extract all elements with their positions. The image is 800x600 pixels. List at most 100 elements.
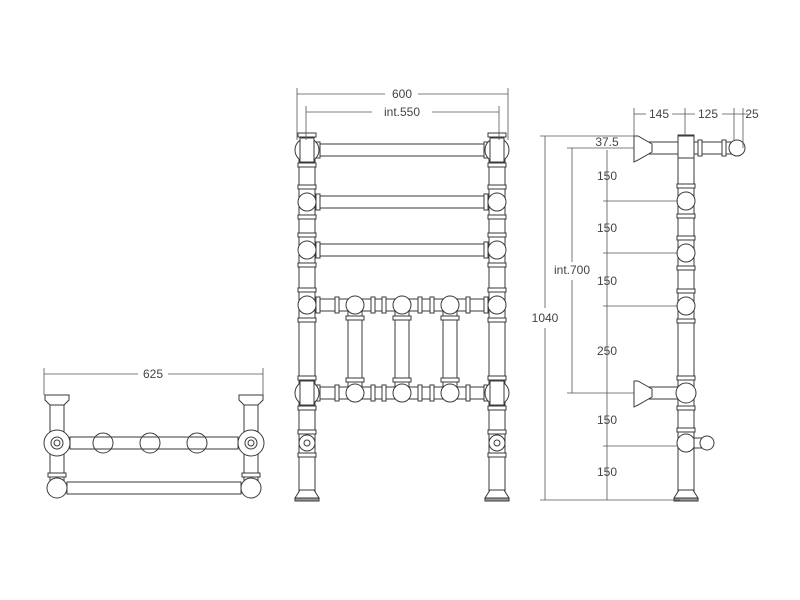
post-collar: [676, 288, 696, 294]
side-ball-joint: [676, 296, 696, 316]
post-collar: [297, 375, 317, 381]
valve-collar: [676, 427, 696, 433]
top-hub: [677, 135, 695, 159]
front-view-width-label: 600: [392, 87, 412, 101]
wall-bracket-top: [633, 135, 653, 163]
top-view-end-ball: [240, 477, 262, 499]
bar-top-joint: [440, 295, 460, 315]
rail-collar: [429, 384, 435, 402]
ball-joint: [487, 240, 507, 260]
rail-collar: [483, 193, 489, 211]
valve-center: [493, 439, 501, 447]
rail-collar: [334, 296, 340, 314]
post-collar: [297, 162, 317, 168]
rail-collar: [417, 384, 423, 402]
spacing-label-0: 37.5: [595, 135, 619, 149]
bar-collar: [345, 377, 365, 383]
post-collar: [297, 405, 317, 411]
valve-collar: [487, 429, 507, 435]
post-collar: [487, 405, 507, 411]
joint-hub: [299, 137, 315, 163]
spacing-label-4: 250: [597, 344, 617, 358]
ball-joint: [297, 295, 317, 315]
bar-collar: [392, 315, 412, 321]
ball-joint: [297, 192, 317, 212]
top-view-bracket: [238, 394, 264, 406]
horizontal-rail: [314, 143, 490, 157]
post-collar: [676, 375, 696, 381]
bar-collar: [392, 377, 412, 383]
valve-wheel-side: [699, 435, 715, 451]
post-collar: [487, 162, 507, 168]
top-view-bracket: [44, 394, 70, 406]
post-collar: [487, 214, 507, 220]
bar-top-joint: [392, 295, 412, 315]
bar-bottom-joint: [440, 383, 460, 403]
valve-center: [303, 439, 311, 447]
post-collar: [297, 184, 317, 190]
arm-collar: [721, 139, 727, 157]
spacing-label-2: 150: [597, 221, 617, 235]
depth-label-145: 145: [649, 107, 669, 121]
ball-joint: [487, 295, 507, 315]
post-collar: [487, 317, 507, 323]
post-collar: [297, 132, 317, 138]
valve-collar: [297, 429, 317, 435]
bar-collar: [440, 377, 460, 383]
side-ball-joint: [676, 191, 696, 211]
depth-label-125: 125: [698, 107, 718, 121]
rail-collar: [429, 296, 435, 314]
bar-collar: [345, 315, 365, 321]
horizontal-rail: [314, 195, 490, 209]
dimension-lines: [43, 88, 748, 501]
top-view-rail: [69, 436, 239, 450]
arm-collar: [697, 139, 703, 157]
rail-collar: [334, 384, 340, 402]
top-view-joint-center: [53, 439, 61, 447]
post-collar: [297, 214, 317, 220]
top-view-joint-center: [247, 439, 255, 447]
side-view: [633, 134, 746, 502]
rail-collar: [465, 296, 471, 314]
post-collar: [487, 132, 507, 138]
post-collar: [676, 213, 696, 219]
foot-plate: [294, 497, 320, 502]
post-collar: [676, 183, 696, 189]
side-corner-joint: [675, 382, 697, 404]
rail-collar: [483, 296, 489, 314]
post-collar: [487, 232, 507, 238]
horizontal-rail: [314, 243, 490, 257]
rail-collar: [315, 296, 321, 314]
top-view-bar-joint: [92, 432, 114, 454]
top-view-width-label: 625: [143, 367, 163, 381]
post-collar: [487, 262, 507, 268]
bar-collar: [440, 315, 460, 321]
top-view-end-ball: [46, 477, 68, 499]
valve-collar: [297, 452, 317, 458]
bar-top-joint: [345, 295, 365, 315]
post-collar: [487, 375, 507, 381]
top-view-bar-joint: [139, 432, 161, 454]
foot-plate: [673, 497, 699, 502]
valve-collar: [487, 452, 507, 458]
side-view-height-label: 1040: [532, 311, 559, 325]
joint-hub: [489, 137, 505, 163]
spacing-label-5: 150: [597, 413, 617, 427]
post-collar: [676, 405, 696, 411]
spacing-label-3: 150: [597, 274, 617, 288]
rail-collar: [465, 384, 471, 402]
depth-label-25: 25: [745, 107, 759, 121]
bar-bottom-joint: [392, 383, 412, 403]
post-collar: [297, 317, 317, 323]
vertical-bar: [347, 310, 363, 388]
post-collar: [676, 318, 696, 324]
bar-bottom-joint: [345, 383, 365, 403]
rail-collar: [370, 384, 376, 402]
spacing-label-6: 150: [597, 465, 617, 479]
top-view-collar: [241, 472, 261, 478]
rail-collar: [370, 296, 376, 314]
front-view: [294, 132, 510, 502]
rail-collar: [315, 241, 321, 259]
spacing-label-1: 150: [597, 169, 617, 183]
